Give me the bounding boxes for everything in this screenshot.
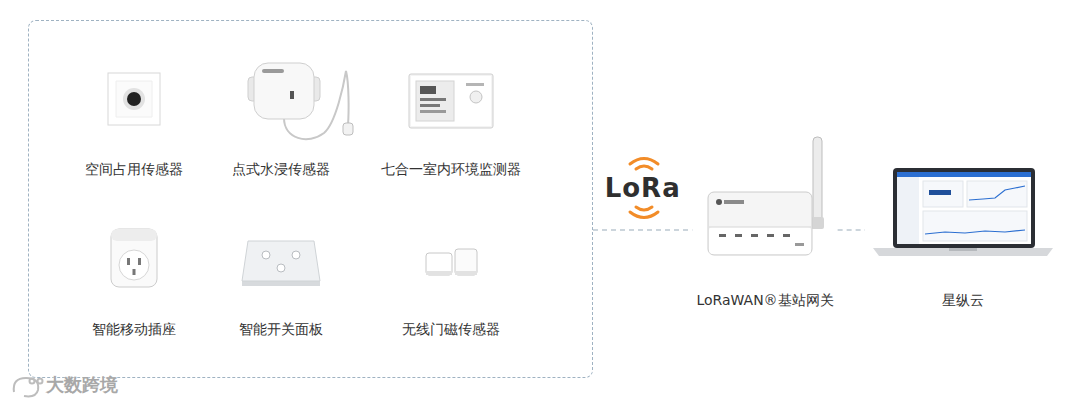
device-item: 智能移动插座 [59,221,209,339]
device-label: 七合一室内环境监测器 [356,159,546,179]
switch-illustration [206,221,356,316]
device-label: 空间占用传感器 [59,159,209,179]
sensor-item: 点式水浸传感器 [206,61,356,179]
dashed-connector [838,230,865,231]
dashed-connector [593,230,692,231]
device-label: 智能移动插座 [59,319,209,339]
laptop-illustration [865,160,1060,260]
device-label: 点式水浸传感器 [206,159,356,179]
device-label: LoRaWAN®基站网关 [692,290,837,310]
sensor-item: 空间占用传感器 [59,61,209,179]
sensor-item: 七合一室内环境监测器 [356,61,546,179]
device-item: 智能开关面板 [206,221,356,339]
gateway-illustration [695,135,835,265]
device-label: 星纵云 [865,290,1060,310]
watermark-icon [14,378,43,396]
env-illustration [376,61,526,156]
sensor-item: 无线门磁传感器 [356,221,546,339]
gateway-item: LoRaWAN®基站网关 [692,135,837,310]
lora-logo-text: LoRa [602,173,684,203]
connector-line [593,229,692,230]
door-illustration [376,221,526,316]
plug-illustration [59,221,209,316]
watermark: 大数跨境 [46,374,118,396]
leak-illustration [206,61,356,156]
device-label: 无线门磁传感器 [356,319,546,339]
device-label: 智能开关面板 [206,319,356,339]
occ-illustration [59,61,209,156]
device-group-box: 空间占用传感器点式水浸传感器七合一室内环境监测器智能移动插座智能开关面板无线门磁… [28,20,593,378]
connector-line [838,229,865,230]
cloud-item: 星纵云 [865,160,1060,310]
